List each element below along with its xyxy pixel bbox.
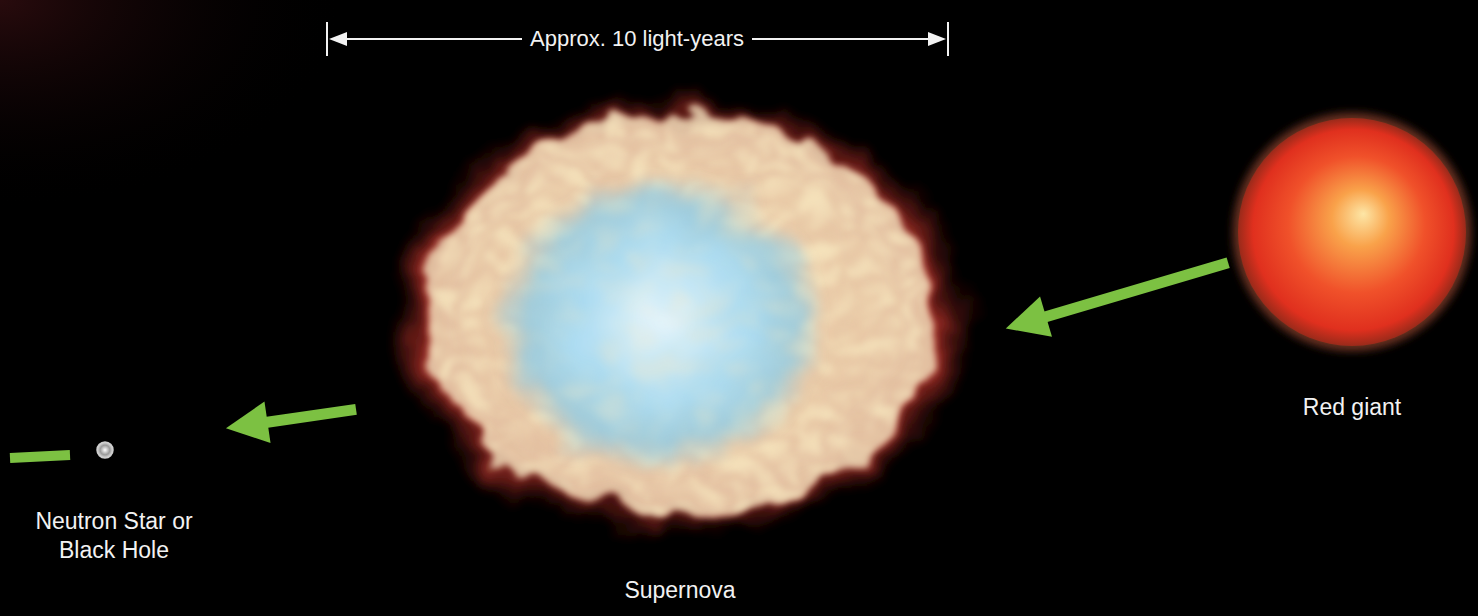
bracket-arrowhead: [329, 32, 347, 46]
shape-art: [1232, 105, 1472, 355]
dimension-bracket: [327, 22, 948, 56]
corner-glow: [0, 0, 700, 420]
nebula-haze: [385, 93, 975, 537]
node-label: Neutron Star or Black Hole: [8, 507, 220, 565]
nebula-core: [495, 172, 825, 472]
trail-dashes: [10, 455, 70, 458]
arrow-shaft: [1044, 263, 1228, 318]
bracket-arrowhead: [928, 32, 946, 46]
node-label: Supernova: [360, 576, 1000, 605]
neutron-star-dot: [97, 442, 113, 458]
shape-art: [360, 60, 1000, 570]
arrow-shaft: [266, 409, 357, 422]
remnant-object: Neutron Star or Black Hole: [8, 425, 220, 569]
bracket-tick: [326, 22, 328, 56]
supernova-cloud: Supernova: [360, 60, 1000, 610]
trail-dash: [10, 455, 70, 458]
nebula-filaments: [450, 130, 910, 500]
arrowhead: [1006, 296, 1052, 336]
dimension-label: Approx. 10 light-years: [522, 26, 752, 52]
nebula-shell: [425, 115, 935, 515]
bracket-tick: [947, 22, 949, 56]
flow-arrow: [1006, 263, 1228, 337]
arrowhead: [226, 401, 271, 443]
node-label: Red giant: [1232, 393, 1472, 422]
red-giant-star: [1238, 118, 1466, 346]
shape-art: [8, 425, 220, 485]
star-glow: [1233, 113, 1471, 351]
nebula-filaments: [430, 117, 930, 513]
red-giant: Red giant: [1232, 105, 1472, 435]
flow-arrow: [226, 401, 356, 443]
